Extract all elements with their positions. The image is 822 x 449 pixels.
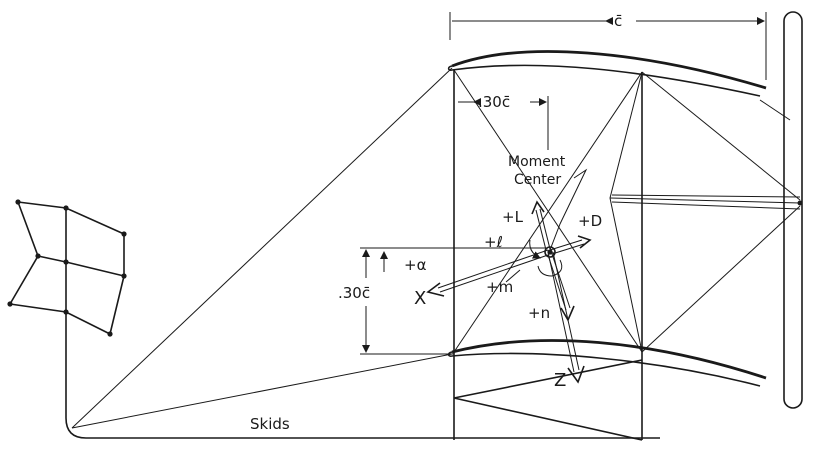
prop-shaft-3 [611,201,801,210]
moment-arc [537,259,563,277]
x-axis-arrowhead [426,282,445,297]
lift-arrowhead [531,200,545,215]
roll-arc [529,239,541,259]
elevator-rear-edge [109,234,125,335]
front-brace-wire [71,67,453,429]
moment-center-leader [549,168,588,251]
moment-center-x-dimension: .30c̄ [458,93,549,150]
prop-shaft-2 [611,194,801,198]
n-axis-shaft-a [547,254,567,311]
lower-wing-top-surface [451,339,767,380]
elevator-node-3 [121,231,127,237]
skids: Skids [65,342,660,439]
axis-system: X Z +L +D +n +ℓ +m [414,200,602,391]
drag-shaft-b [551,243,585,255]
elevator-node-7 [7,301,13,307]
n-axis-shaft-b [551,253,571,309]
alpha-annotation: +α [380,251,427,274]
roll-label: +ℓ [484,233,503,251]
drag-label: +D [578,212,602,230]
dim-030-top-label: .30c̄ [478,93,510,111]
z-axis-arrowhead [567,365,585,384]
upper-wing-bottom-surface [451,64,761,97]
x-axis-shaft-b [439,254,549,293]
landing-skid-truss [453,359,643,441]
lift-shaft-a [535,209,547,251]
elevator-bottom-edge [9,303,111,335]
chord-dimension: c̄ [449,12,767,80]
wing-struts [453,69,643,440]
lower-front-brace [71,353,453,429]
x-axis-label: X [414,288,426,309]
n-axis-arrowhead [560,305,575,322]
upper-wing [447,50,767,97]
truss-diagonal-2 [453,397,643,441]
bracing-wire-1 [453,69,643,353]
moment-center-dot [547,249,553,255]
prop-shaft [609,197,801,204]
prop-wire-lower [641,205,801,353]
lower-wing-bottom-surface [451,352,761,387]
moment-center-z-dimension: .30c̄ [338,247,548,355]
n-label: +n [528,304,550,322]
drag-shaft-a [549,239,583,251]
upper-wing-leading-edge [447,65,453,71]
elevator-node-1 [15,199,21,205]
moment-center-annotation: Moment Center [508,154,588,251]
upper-wing-top-surface [451,50,767,90]
x-axis-shaft-a [437,249,549,289]
bracing-wire-3 [609,71,643,199]
z-axis-shaft-b [552,251,580,371]
truss-diagonal-1 [453,359,643,399]
lift-label: +L [502,208,524,226]
elevator-node-9 [107,331,113,337]
z-axis-label: Z [554,370,566,391]
elevator-node-2 [63,205,69,211]
front-bracing [71,67,453,429]
pitch-label: +m [486,278,513,296]
moment-center-label-line1: Moment [508,154,566,170]
propeller-frame [609,11,803,409]
bracing-wire-4 [609,197,643,353]
dim-030-left-label: .30c̄ [338,284,370,302]
skids-label: Skids [250,415,290,433]
lower-wing [447,339,767,387]
propeller-hub [797,200,803,206]
skid-runner [65,342,660,439]
alpha-label: +α [404,256,427,274]
moment-center-point [544,246,556,258]
prop-brace-1 [759,99,791,121]
elevator-front-edge [9,201,39,305]
elevator-mid-edge [37,255,125,277]
elevator-node-5 [63,259,69,265]
drag-arrowhead [577,235,592,249]
elevator-node-6 [121,273,127,279]
prop-wire-upper [641,71,801,201]
elevator-top-edge [17,201,125,235]
propeller-blade [783,11,803,409]
chord-label: c̄ [614,12,622,30]
z-axis-shaft-a [547,251,575,373]
lift-shaft-b [539,208,551,250]
elevator-node-8 [63,309,69,315]
pitch-leader [505,269,521,283]
elevator-node-4 [35,253,41,259]
bracing-wire-2 [453,71,643,353]
elevator [7,199,127,342]
moment-center-label-line2: Center [514,172,561,188]
